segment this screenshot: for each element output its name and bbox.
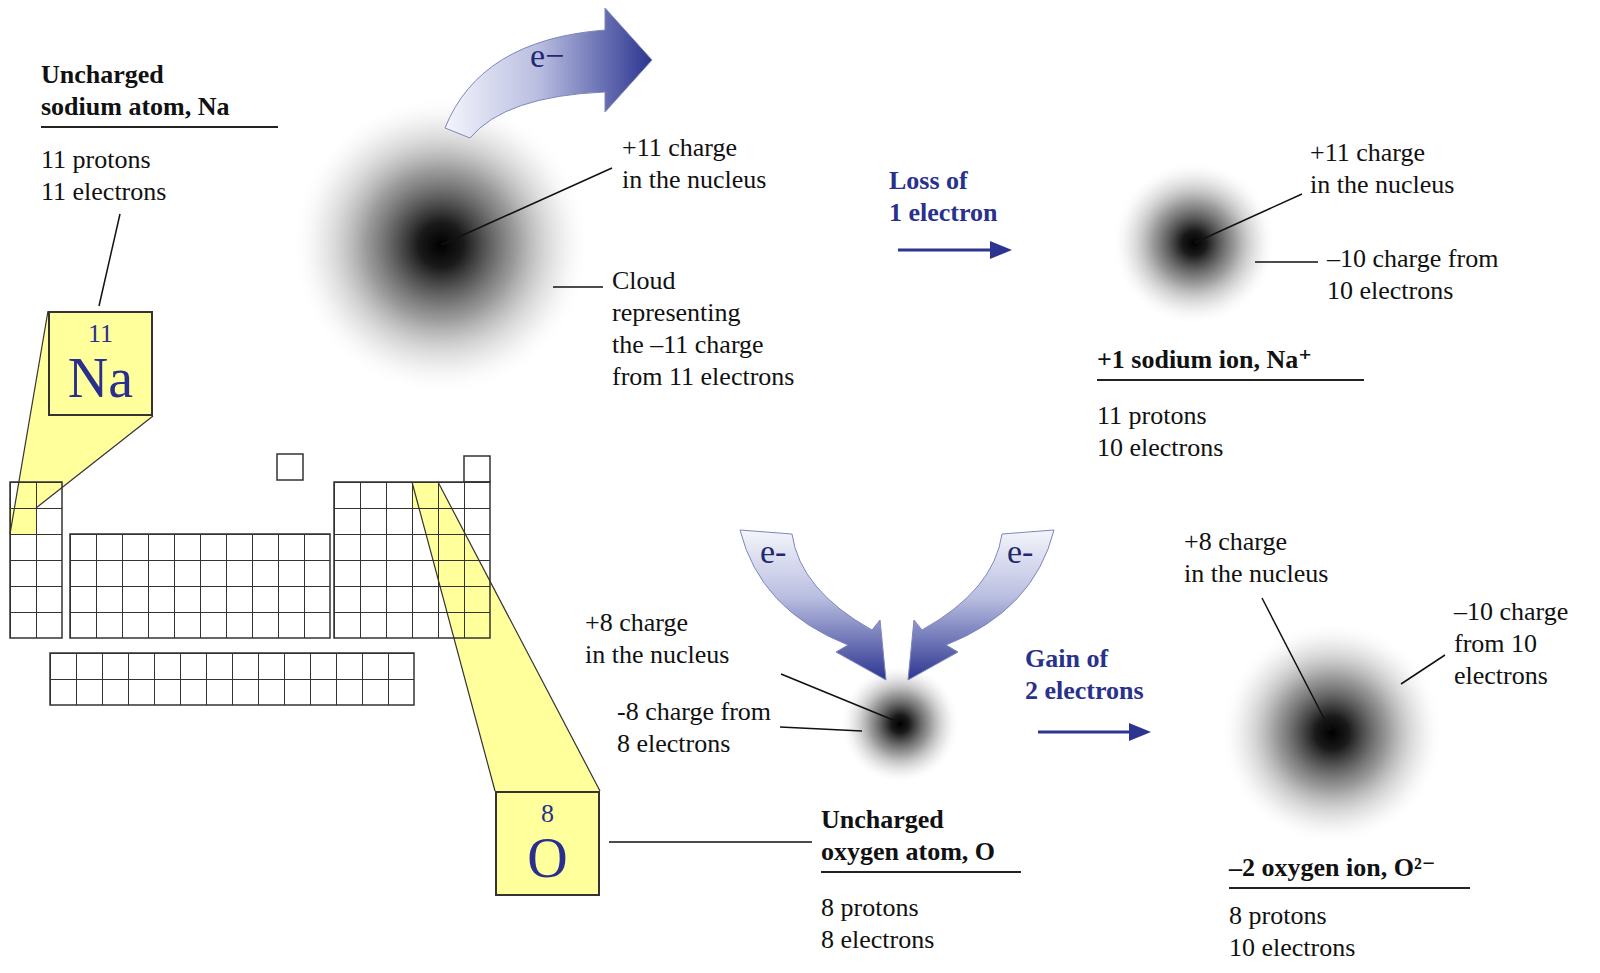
process-label: Loss of 1 electron	[889, 165, 998, 229]
funnel-edge	[10, 311, 48, 534]
periodic-table-cell	[464, 456, 490, 482]
electron-charge-label: -8 charge from 8 electrons	[617, 696, 771, 760]
leader-line	[1401, 655, 1445, 684]
leader-line	[781, 674, 898, 722]
leader-line	[780, 727, 862, 731]
particle-count: 8 protons 10 electrons	[1229, 900, 1355, 964]
atomic-number: 8	[541, 800, 554, 828]
electron-cloud	[1220, 621, 1444, 845]
arrow-head	[990, 241, 1012, 259]
electron-arrow	[445, 8, 652, 138]
leader-line	[1194, 194, 1302, 243]
leader-line	[441, 168, 612, 245]
particle-count: 11 protons 10 electrons	[1097, 400, 1223, 464]
nucleus-label: +8 charge in the nucleus	[1184, 526, 1328, 590]
periodic-table-block	[334, 482, 490, 638]
nucleus-label: +8 charge in the nucleus	[585, 607, 729, 671]
leader-line	[609, 841, 812, 843]
periodic-table-block	[10, 482, 62, 638]
leader-line	[553, 286, 603, 288]
electron-symbol: e-	[760, 532, 786, 572]
arrow-head	[1129, 723, 1151, 741]
process-label: Gain of 2 electrons	[1025, 643, 1144, 707]
atom-heading: Uncharged oxygen atom, O	[821, 804, 1021, 873]
nucleus-label: +11 charge in the nucleus	[622, 132, 766, 196]
process-arrow	[898, 249, 992, 252]
element-box: 8O	[495, 791, 600, 896]
leader-line	[1255, 261, 1318, 263]
electron-cloud	[840, 664, 960, 784]
atom-heading: Uncharged sodium atom, Na	[41, 59, 278, 128]
cloud-label: Cloud representing the –11 charge from 1…	[612, 265, 794, 393]
funnel-edge	[438, 482, 600, 791]
particle-count: 8 protons 8 electrons	[821, 892, 934, 956]
particle-count: 11 protons 11 electrons	[41, 144, 166, 208]
atomic-number: 11	[88, 320, 113, 348]
periodic-table-cell	[277, 454, 303, 480]
electron-arrow	[740, 530, 886, 680]
electron-charge-label: –10 charge from 10 electrons	[1327, 243, 1498, 307]
nucleus-label: +11 charge in the nucleus	[1310, 137, 1454, 201]
periodic-table-block	[70, 534, 330, 638]
ion-heading: –2 oxygen ion, O²⁻	[1229, 852, 1470, 889]
funnel-edge	[36, 416, 153, 508]
element-symbol: O	[527, 828, 567, 888]
element-symbol: Na	[68, 348, 133, 408]
leader-line	[99, 214, 120, 306]
periodic-table-block	[50, 653, 414, 705]
leader-line	[1262, 598, 1330, 730]
electron-symbol: e-	[1007, 532, 1033, 572]
electron-charge-label: –10 charge from 10 electrons	[1454, 596, 1568, 692]
funnel-edge	[412, 482, 495, 791]
process-arrow	[1038, 731, 1131, 734]
ion-heading: +1 sodium ion, Na⁺	[1097, 344, 1364, 381]
element-box: 11Na	[48, 311, 153, 416]
electron-symbol: e−	[530, 36, 564, 76]
